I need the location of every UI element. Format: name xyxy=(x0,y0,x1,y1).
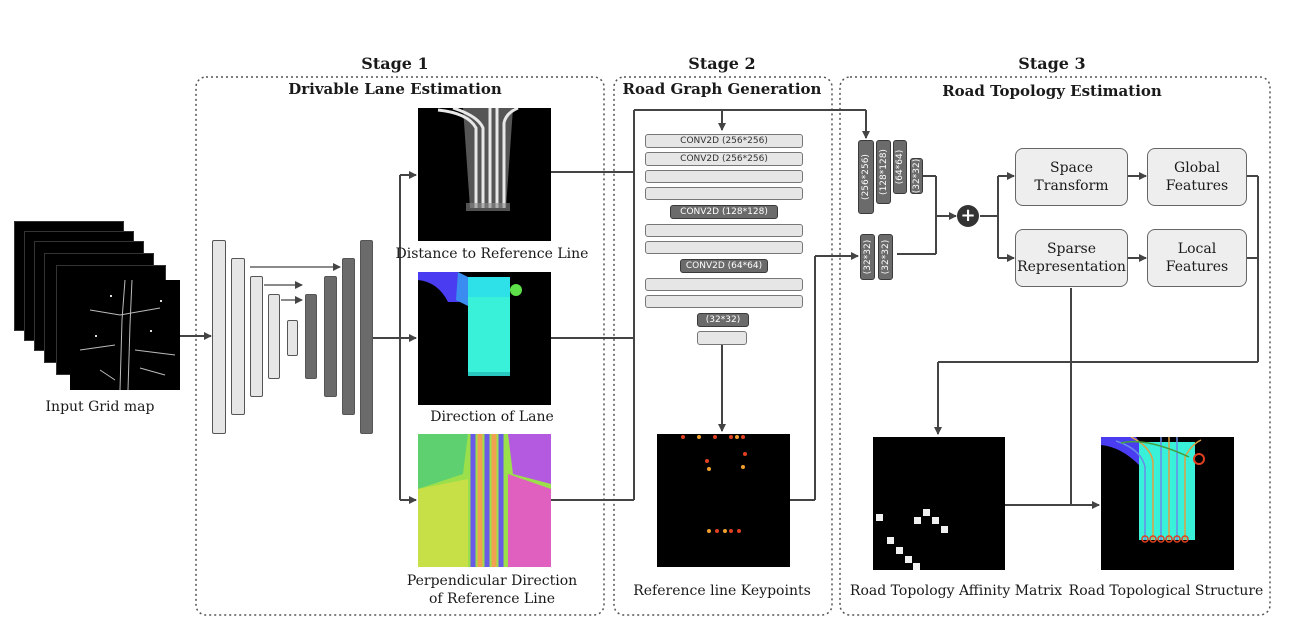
dec-bar-2 xyxy=(324,276,337,397)
decoder-layer-12 xyxy=(697,331,747,345)
feature-256: (256*256) xyxy=(858,140,874,214)
stage3-title: Stage 3 xyxy=(1018,54,1086,73)
decoder-layer-4 xyxy=(645,187,803,200)
decoder-layer-7 xyxy=(645,241,803,254)
affinity-matrix-image xyxy=(873,437,1005,570)
perp-label-line2: of Reference Line xyxy=(429,591,555,607)
enc-bar-1 xyxy=(212,240,226,434)
decoder-layer-9 xyxy=(645,278,803,291)
keypoints-label: Reference line Keypoints xyxy=(633,583,811,599)
enc-bar-5 xyxy=(287,320,298,356)
feature-32: (32*32) xyxy=(910,158,923,194)
enc-bar-3 xyxy=(250,276,263,397)
keypoints-image xyxy=(657,434,790,567)
perp-map-image xyxy=(418,434,551,567)
feature-128: (128*128) xyxy=(876,140,891,204)
stage2-title: Stage 2 xyxy=(688,54,756,73)
decoder-layer-3 xyxy=(645,170,803,183)
structure-label: Road Topological Structure xyxy=(1068,583,1264,599)
decoder-conv-256-a: CONV2D (256*256) xyxy=(645,134,803,148)
input-grid-map-image xyxy=(70,280,180,390)
decoder-conv-32: (32*32) xyxy=(697,313,749,327)
decoder-conv-128: CONV2D (128*128) xyxy=(670,205,778,219)
distance-map-image xyxy=(418,108,551,241)
input-label: Input Grid map xyxy=(45,399,155,415)
topology-structure-image xyxy=(1101,437,1234,570)
feature-64: (64*64) xyxy=(893,140,907,194)
enc-bar-4 xyxy=(268,294,280,379)
perp-label-line1: Perpendicular Direction xyxy=(406,573,578,589)
distance-label: Distance to Reference Line xyxy=(395,246,589,262)
dec-bar-1 xyxy=(305,294,317,379)
stage1-border xyxy=(195,76,605,616)
stage3-subtitle: Road Topology Estimation xyxy=(942,82,1162,100)
stage1-subtitle: Drivable Lane Estimation xyxy=(288,80,502,98)
enc-bar-2 xyxy=(231,258,245,415)
stage2-subtitle: Road Graph Generation xyxy=(622,80,822,98)
dec-bar-4 xyxy=(360,240,373,434)
decoder-layer-10 xyxy=(645,295,803,308)
decoder-layer-6 xyxy=(645,224,803,237)
decoder-conv-256-b: CONV2D (256*256) xyxy=(645,152,803,166)
plus-icon: + xyxy=(957,205,979,227)
dec-bar-3 xyxy=(342,258,355,415)
graph-feature-32-a: (32*32) xyxy=(860,234,875,280)
graph-feature-32-b: (32*32) xyxy=(878,234,893,280)
stage3-border xyxy=(839,76,1271,616)
stage2-border xyxy=(613,76,833,616)
decoder-conv-64: CONV2D (64*64) xyxy=(680,259,768,273)
stage1-title: Stage 1 xyxy=(361,54,429,73)
direction-map-image xyxy=(418,272,551,405)
direction-label: Direction of Lane xyxy=(430,409,554,425)
affinity-label: Road Topology Affinity Matrix xyxy=(849,583,1063,599)
